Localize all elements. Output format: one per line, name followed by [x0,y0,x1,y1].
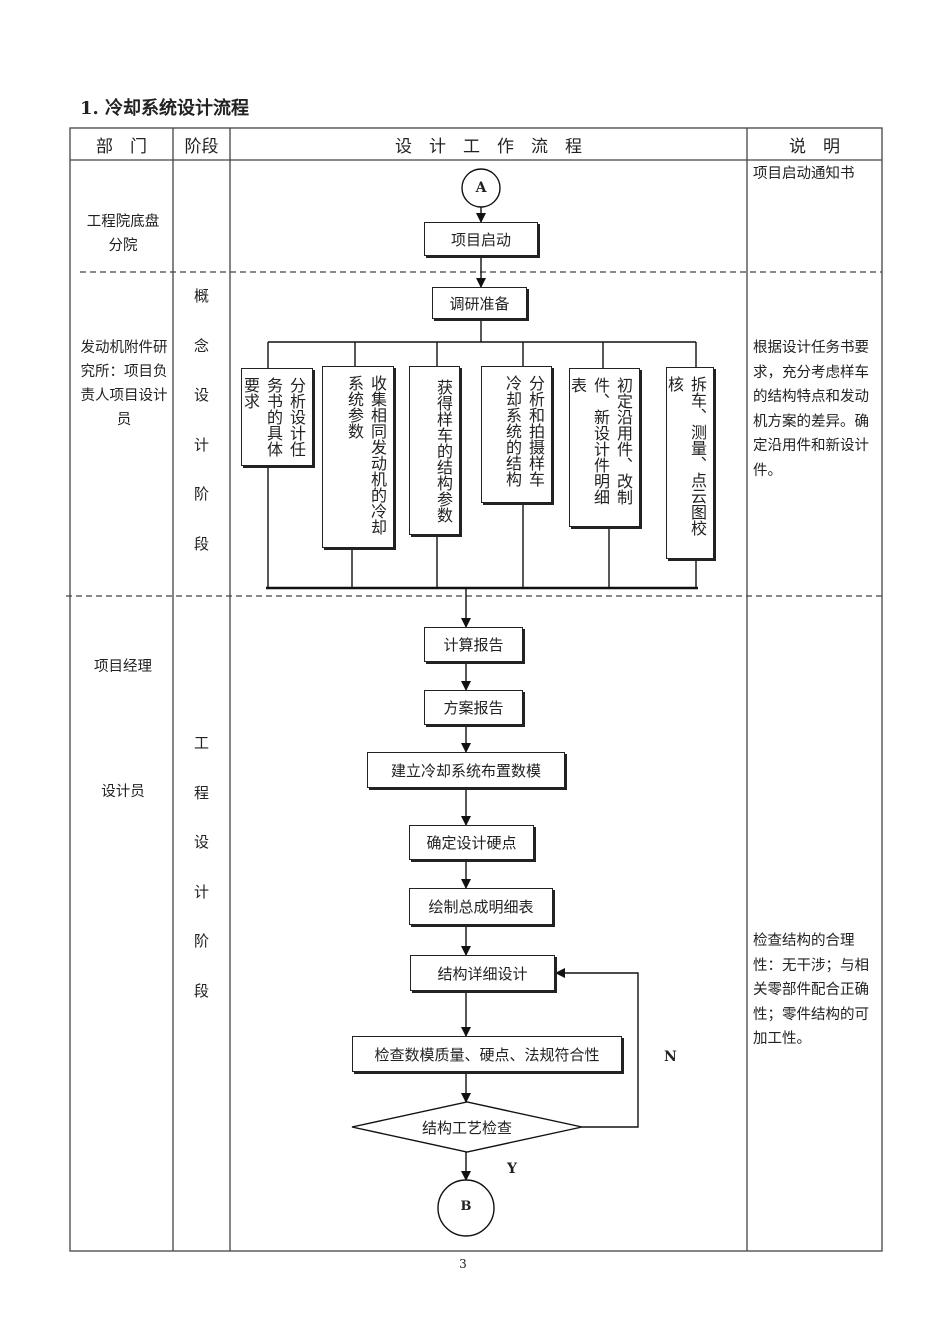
task-teardown: 拆车、测量、点云图校核 [665,367,714,559]
label-yes: Y [507,1161,517,1177]
section-title: 1. 冷却系统设计流程 [80,98,250,119]
dept-pm: 项目经理 [94,659,152,675]
stage-engineering: 工程设计阶段 [193,734,209,1000]
step-kickoff: 项目启动 [424,222,538,256]
task-photograph: 分析和拍摄样车冷却系统的结构 [481,366,552,503]
label-no: N [664,1049,677,1065]
dept-designer: 设计员 [101,784,145,800]
step-plan-report: 方案报告 [424,690,523,725]
dept-chassis: 工程院底盘分院 [86,214,160,254]
header-flow: 设 计 工 作 流 程 [395,137,582,157]
start-connector [461,168,501,208]
note-kickoff: 项目启动通知书 [753,166,855,182]
task-sample-params: 获得样车的结构参数 [409,366,460,535]
start-label: A [475,180,487,196]
step-research: 调研准备 [432,287,527,319]
step-build-model: 建立冷却系统布置数模 [367,752,565,788]
step-bom: 绘制总成明细表 [409,888,553,925]
dept-engine: 发动机附件研究所：项目负责人项目设计员 [80,340,168,428]
stage-concept: 概念设计阶段 [193,287,209,553]
step-calc-report: 计算报告 [424,627,523,662]
table-border [69,127,883,1252]
step-hardpoints: 确定设计硬点 [409,825,534,860]
decision-diamond [351,1101,583,1153]
task-analyze-spec: 分析设计任务书的具体要求 [241,368,313,466]
end-label: B [460,1199,472,1214]
task-collect-params: 收集相同发动机的冷却系统参数 [322,366,394,548]
page-number: 3 [459,1257,467,1271]
end-connector [437,1179,495,1237]
note-check: 检查结构的合理性：无干涉；与相关零部件配合正确性；零件结构的可加工性。 [753,933,869,1047]
note-concept: 根据设计任务书要求，充分考虑样车的结构特点和发动机方案的差异。确定沿用件和新设计… [753,340,869,479]
step-check-model: 检查数模质量、硬点、法规符合性 [352,1036,622,1072]
header-stage: 阶段 [184,137,219,157]
header-note: 说 明 [789,137,840,157]
header-dept: 部 门 [96,137,147,157]
step-detail-design: 结构详细设计 [410,955,555,991]
decision-process-check: 结构工艺检查 [421,1119,512,1137]
task-parts-list: 初定沿用件、改制件、新设计件明细表 [568,368,640,527]
